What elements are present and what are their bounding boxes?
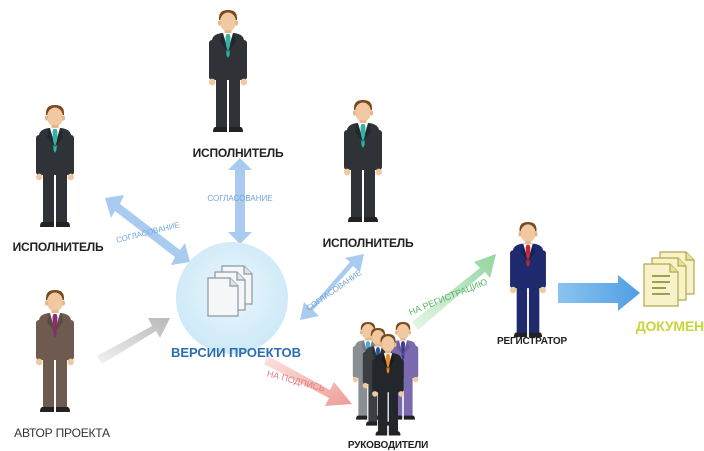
- label-executor-top: ИСПОЛНИТЕЛЬ: [192, 146, 284, 160]
- businessman-icon-executor-right: [344, 100, 382, 222]
- to-registration-arrow: [412, 254, 496, 330]
- approval-arrow-top: [228, 158, 252, 244]
- businessman-icon-registrar: [510, 222, 546, 338]
- output-arrow: [558, 275, 640, 311]
- label-versions: ВЕРСИИ ПРОЕКТОВ: [170, 345, 302, 360]
- approval-arrow-left: [105, 195, 190, 265]
- author-arrow: [97, 318, 170, 364]
- document-stack-icon: [643, 251, 695, 307]
- label-author: АВТОР ПРОЕКТА: [14, 426, 110, 440]
- label-executor-right: ИСПОЛНИТЕЛЬ: [322, 236, 414, 250]
- arrow-label-approval-top: СОГЛАСОВАНИЕ: [207, 194, 273, 203]
- label-registrar: РЕГИСТРАТОР: [497, 336, 567, 347]
- label-executor-left: ИСПОЛНИТЕЛЬ: [12, 240, 104, 254]
- businessman-icon-author: [36, 290, 74, 412]
- businessman-icon-executor-top: [209, 10, 247, 132]
- approval-arrow-right: [300, 254, 364, 320]
- label-documents: ДОКУМЕНТ: [635, 318, 704, 334]
- managers-group-icon: [352, 322, 419, 436]
- to-sign-arrow: [264, 356, 352, 406]
- businessman-icon-executor-left: [36, 105, 74, 227]
- label-managers: РУКОВОДИТЕЛИ: [347, 440, 429, 451]
- documents-stack-icon: [207, 265, 253, 317]
